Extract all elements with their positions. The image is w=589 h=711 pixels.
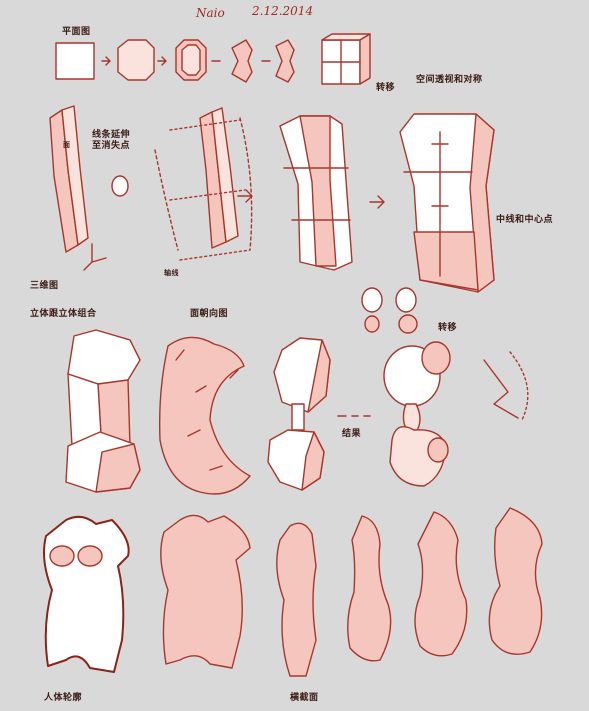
bent-block-3d bbox=[49, 105, 107, 271]
label-face-mark: 面 bbox=[63, 141, 71, 149]
label-plan-view: 平面图 bbox=[62, 27, 91, 37]
label-face-direction: 面朝向图 bbox=[190, 309, 229, 319]
label-axis-line: 轴线 bbox=[164, 269, 179, 277]
label-shift-2: 转移 bbox=[438, 323, 458, 333]
label-space-perspective: 空间透视和对称 bbox=[416, 75, 483, 85]
label-result: 结果 bbox=[342, 429, 362, 439]
curve-diagram bbox=[483, 351, 529, 421]
block-perspective bbox=[279, 115, 385, 271]
label-shift: 转移 bbox=[376, 83, 396, 93]
face-direction-form bbox=[158, 336, 251, 495]
solid-combo-2 bbox=[267, 337, 371, 491]
artist-signature: Naio bbox=[196, 6, 225, 20]
sketch-date: 2.12.2014 bbox=[252, 4, 314, 18]
result-form bbox=[383, 341, 451, 487]
torso-shaded bbox=[160, 514, 251, 669]
label-three-view: 三维图 bbox=[30, 281, 59, 291]
perspective-lines bbox=[111, 107, 253, 261]
torso-contour bbox=[43, 515, 130, 673]
torso-cross-section bbox=[276, 522, 317, 677]
label-body-contour: 人体轮廓 bbox=[44, 693, 83, 703]
small-cylinders bbox=[361, 287, 418, 334]
label-line-extension: 线条延伸 至消失点 bbox=[92, 130, 131, 151]
cross-section-slices bbox=[347, 507, 543, 662]
label-cross-section: 横截面 bbox=[290, 693, 319, 703]
solid-combination bbox=[65, 329, 141, 493]
plan-view-sequence bbox=[55, 33, 371, 85]
label-centerline: 中线和中心点 bbox=[496, 215, 554, 225]
block-centerline bbox=[399, 113, 495, 293]
label-solid-combo: 立体跟立体组合 bbox=[30, 309, 97, 319]
